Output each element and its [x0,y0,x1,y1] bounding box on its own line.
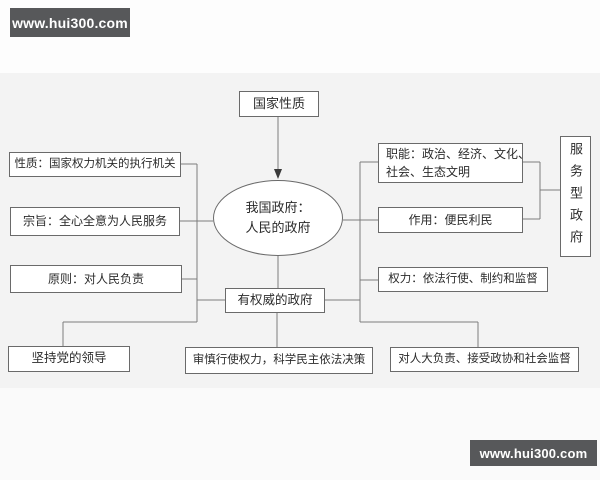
node-functions-line2: 社会、生态文明 [386,165,471,179]
node-functions: 职能：政治、经济、文化、 社会、生态文明 [378,143,530,183]
watermark-top-left: www.hui300.com [10,8,130,37]
node-power-supervision: 权力：依法行使、制约和监督 [378,267,548,292]
node-functions-line1: 职能：政治、经济、文化、 [386,147,531,161]
root-ellipse-line1: 我国政府： [245,200,311,215]
root-ellipse-line2: 人民的政府 [245,220,311,235]
node-accountability: 对人大负责、接受政协和社会监督 [390,347,579,372]
node-nature: 性质：国家权力机关的执行机关 [9,152,181,177]
node-purpose: 宗旨：全心全意为人民服务 [10,207,180,236]
node-party-leadership: 坚持党的领导 [8,346,130,372]
node-principle: 原则：对人民负责 [10,265,182,293]
node-service-government: 服务型政府 [560,136,591,257]
node-authoritative-government: 有权威的政府 [225,288,325,313]
arrow-down-icon [274,169,282,179]
node-prudent-decision-making: 审慎行使权力，科学民主依法决策 [185,347,373,374]
watermark-bottom-right: www.hui300.com [470,440,597,466]
node-national-nature: 国家性质 [239,91,319,117]
node-service-government-label: 服务型政府 [568,141,583,252]
node-role: 作用：便民利民 [378,207,523,233]
root-ellipse-our-government: 我国政府： 人民的政府 [213,180,343,256]
